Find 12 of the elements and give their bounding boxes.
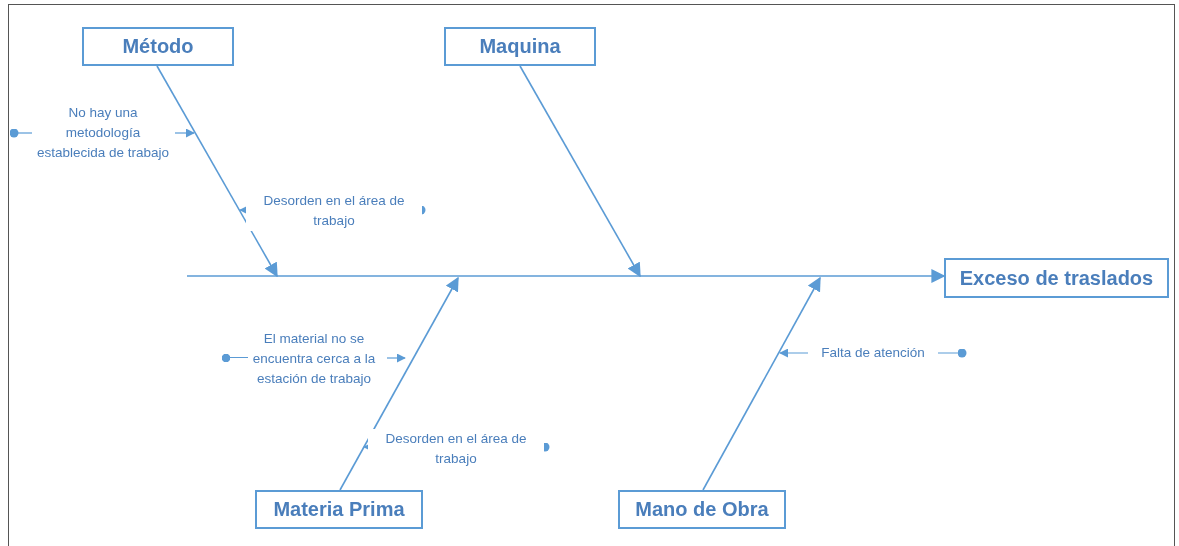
category-box: Materia Prima — [255, 490, 423, 529]
arrow — [186, 269, 946, 283]
arrow — [386, 353, 406, 363]
category-box: Método — [82, 27, 234, 66]
arrow — [156, 65, 278, 278]
effect-box: Exceso de traslados — [944, 258, 1169, 298]
category-box: Maquina — [444, 27, 596, 66]
arrow — [702, 276, 821, 491]
arrow — [519, 65, 641, 278]
category-box: Mano de Obra — [618, 490, 786, 529]
arrow — [339, 276, 459, 491]
arrow — [9, 128, 195, 138]
